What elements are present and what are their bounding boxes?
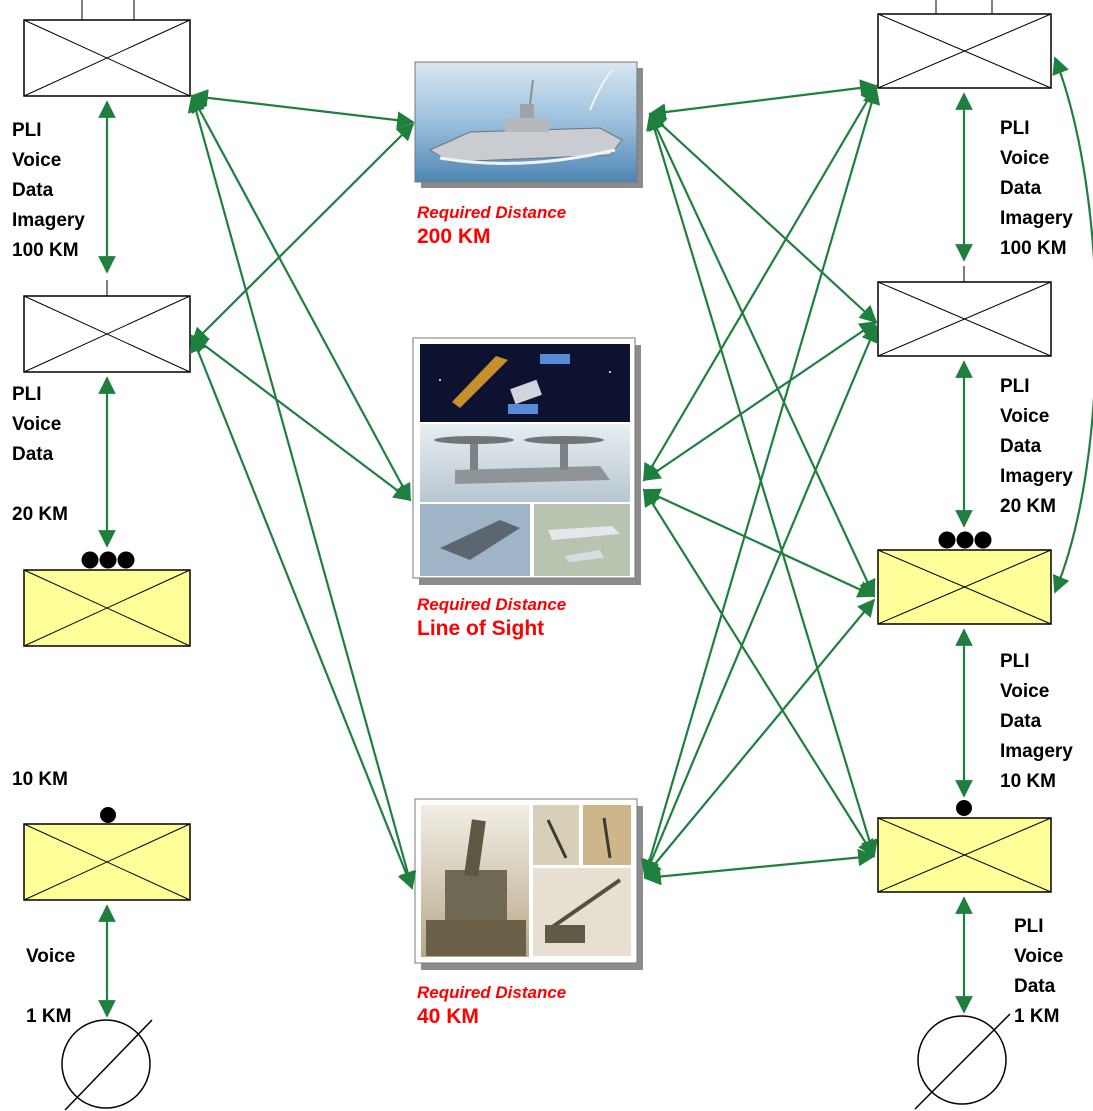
right-unit-4 — [877, 800, 1052, 893]
right-unit-2 — [877, 266, 1052, 357]
link-lu1-art — [187, 94, 417, 890]
artillery-required-distance: Required Distance 40 KM — [417, 982, 566, 1030]
artillery-caption: Required Distance — [417, 983, 567, 1002]
right-curved-link-arrow — [1052, 56, 1093, 594]
link-lu1-air — [191, 94, 411, 502]
right-link-2-label: PLI Voice Data Imagery 20 KM — [1000, 376, 1073, 517]
link-ship-ru3 — [648, 112, 876, 598]
link-arrows — [98, 56, 1093, 1018]
link-air-ru1 — [643, 84, 877, 482]
ship-caption: Required Distance — [417, 203, 567, 222]
right-link-4-label: PLI Voice Data 1 KM — [1014, 916, 1064, 1027]
left-unit-3 — [23, 551, 191, 647]
link-lu1-ship — [190, 89, 415, 129]
left-sensor-symbol — [61, 1019, 153, 1111]
artillery-distance: 40 KM — [417, 1005, 479, 1028]
link-art-ru1 — [641, 86, 880, 878]
left-unit-1 — [23, 0, 191, 97]
link-ship-ru1 — [648, 79, 878, 121]
ship-distance: 200 KM — [417, 225, 491, 248]
link-lu2-ship — [190, 122, 415, 346]
link-air-ru2 — [642, 321, 878, 481]
left-link-3-label: 10 KM — [12, 769, 68, 790]
right-link-1-label: PLI Voice Data Imagery 100 KM — [1000, 118, 1073, 259]
left-unit-4 — [23, 807, 191, 901]
aircraft-collage-image — [412, 337, 641, 585]
right-link-3-label: PLI Voice Data Imagery 10 KM — [1000, 651, 1073, 792]
aircraft-distance: Line of Sight — [417, 617, 545, 640]
artillery-collage-image — [414, 798, 643, 970]
link-art-ru4 — [643, 848, 876, 886]
left-unit-2 — [23, 280, 191, 373]
right-unit-1 — [877, 0, 1052, 89]
right-unit-3 — [877, 531, 1052, 625]
left-link-2-label: PLI Voice Data 20 KM — [12, 384, 68, 525]
link-art-ru2 — [643, 324, 878, 878]
link-lu2-art — [189, 334, 415, 890]
aircraft-caption: Required Distance — [417, 595, 567, 614]
left-link-1-label: PLI Voice Data Imagery 100 KM — [12, 120, 85, 261]
link-art-ru3 — [643, 598, 876, 878]
ship-required-distance: Required Distance 200 KM — [417, 202, 566, 250]
link-air-ru4 — [643, 488, 875, 858]
left-link-4-label: Voice 1 KM — [26, 946, 76, 1027]
ship-image — [414, 61, 643, 188]
aircraft-required-distance: Required Distance Line of Sight — [417, 594, 566, 642]
right-sensor-symbol — [914, 1013, 1011, 1110]
